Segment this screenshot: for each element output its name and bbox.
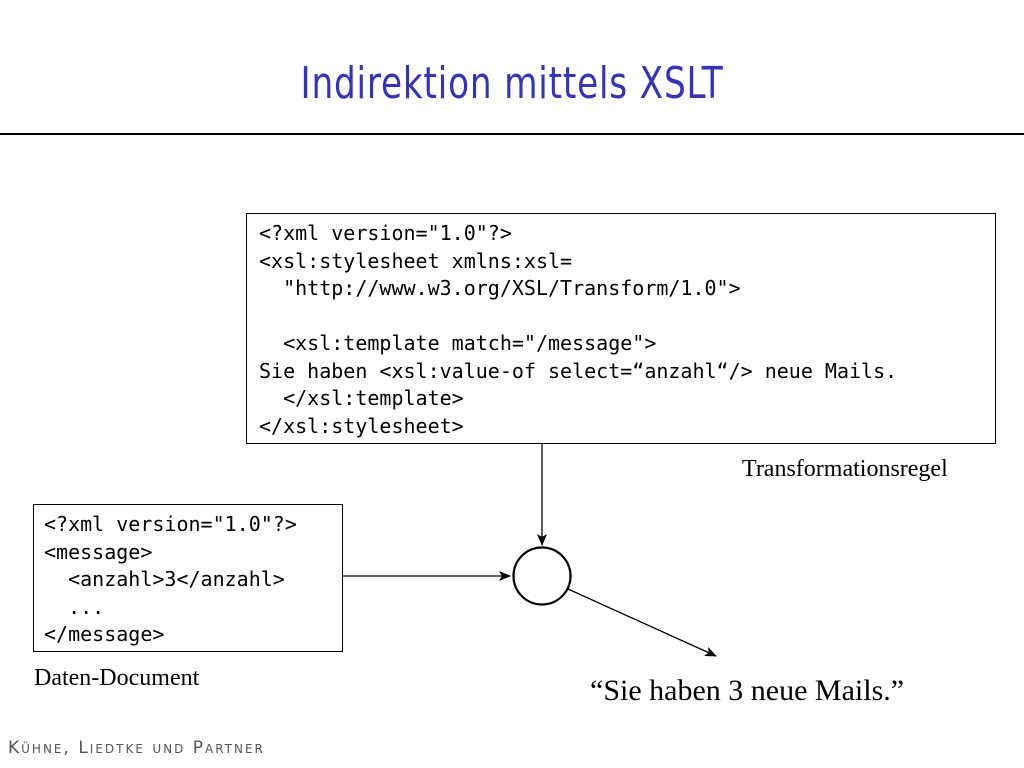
xsl-line: Sie haben <xsl:value-of select=“anzahl“/… bbox=[259, 358, 898, 383]
arrow-processor-to-result bbox=[567, 588, 717, 657]
title-divider bbox=[0, 133, 1024, 135]
xsl-line: <?xml version="1.0"?> bbox=[259, 221, 512, 245]
xml-line: ... bbox=[44, 594, 105, 619]
footer-company: Kühne, Liedtke und Partner bbox=[8, 738, 265, 758]
xslt-processor-node bbox=[512, 546, 572, 606]
xsl-line: <xsl:template match="/message"> bbox=[259, 331, 657, 355]
slide-title: Indirektion mittels XSLT bbox=[300, 58, 724, 109]
xml-line: <anzahl>3</anzahl> bbox=[44, 567, 285, 591]
xml-caption: Daten-Document bbox=[34, 665, 200, 691]
xml-data-box: <?xml version="1.0"?> <message> <anzahl>… bbox=[33, 504, 343, 652]
xml-line: <message> bbox=[44, 539, 153, 564]
xsl-line: "http://www.w3.org/XSL/Transform/1.0"> bbox=[259, 276, 741, 300]
xsl-line: </xsl:template> bbox=[259, 386, 464, 410]
xsl-line: </xsl:stylesheet> bbox=[259, 413, 464, 438]
xml-line: <?xml version="1.0"?> bbox=[44, 512, 297, 536]
result-output-text: “Sie haben 3 neue Mails.” bbox=[590, 674, 905, 707]
xsl-line: <xsl:stylesheet xmlns:xsl= bbox=[259, 248, 573, 273]
xsl-caption: Transformationsregel bbox=[742, 456, 948, 482]
xml-line: </message> bbox=[44, 622, 165, 646]
xsl-stylesheet-box: <?xml version="1.0"?> <xsl:stylesheet xm… bbox=[246, 213, 996, 444]
